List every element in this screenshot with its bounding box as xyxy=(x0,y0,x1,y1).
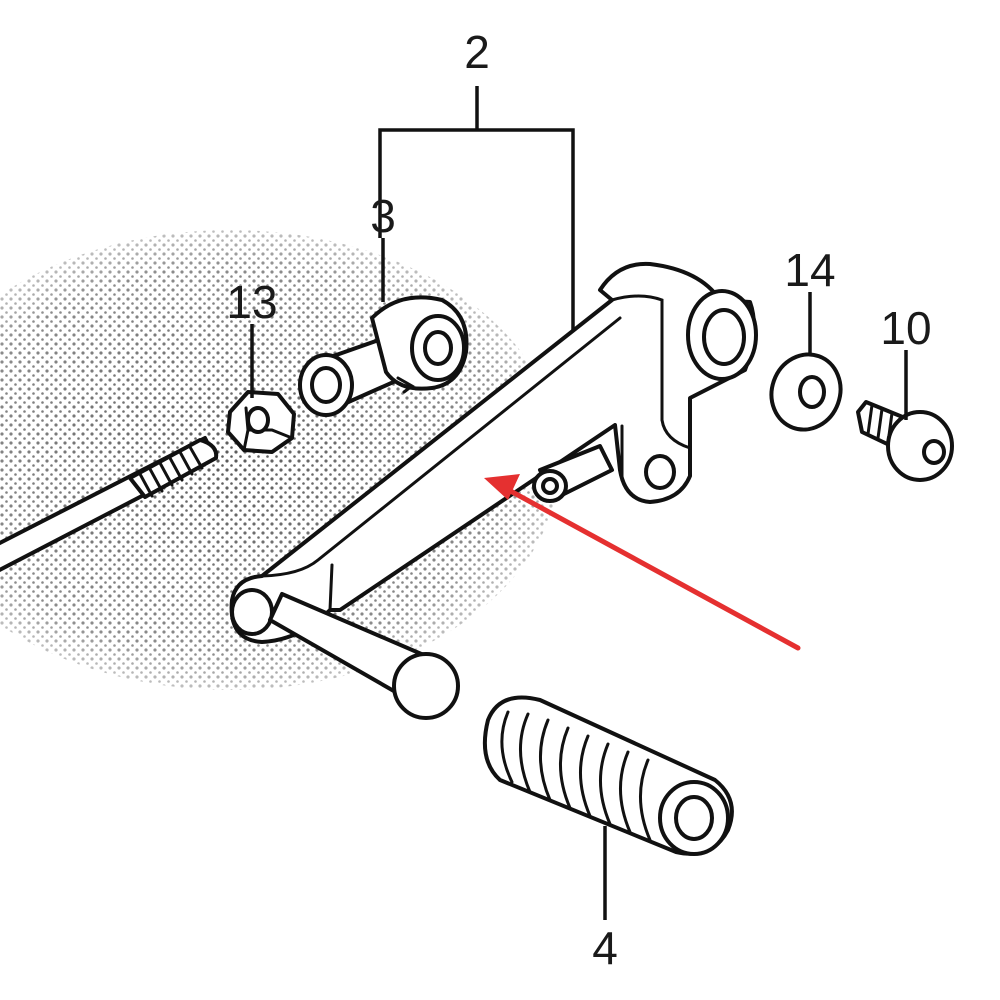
shift-pedal-arm xyxy=(229,261,758,720)
leader-lines xyxy=(250,86,908,920)
flange-bolt xyxy=(856,400,954,482)
callout-part10: 10 xyxy=(880,302,931,354)
washer xyxy=(769,352,843,432)
shift-rod xyxy=(0,436,219,573)
callout-part3: 3 xyxy=(370,190,396,242)
callout-part4: 4 xyxy=(592,922,618,974)
callout-part13: 13 xyxy=(226,276,277,328)
callout-part14: 14 xyxy=(784,244,835,296)
rod-end-joint xyxy=(298,295,469,417)
callout-part2: 2 xyxy=(464,26,490,78)
rubber-peg xyxy=(482,695,734,856)
hex-nut xyxy=(226,390,296,454)
red-pointer-arrow xyxy=(484,474,801,651)
